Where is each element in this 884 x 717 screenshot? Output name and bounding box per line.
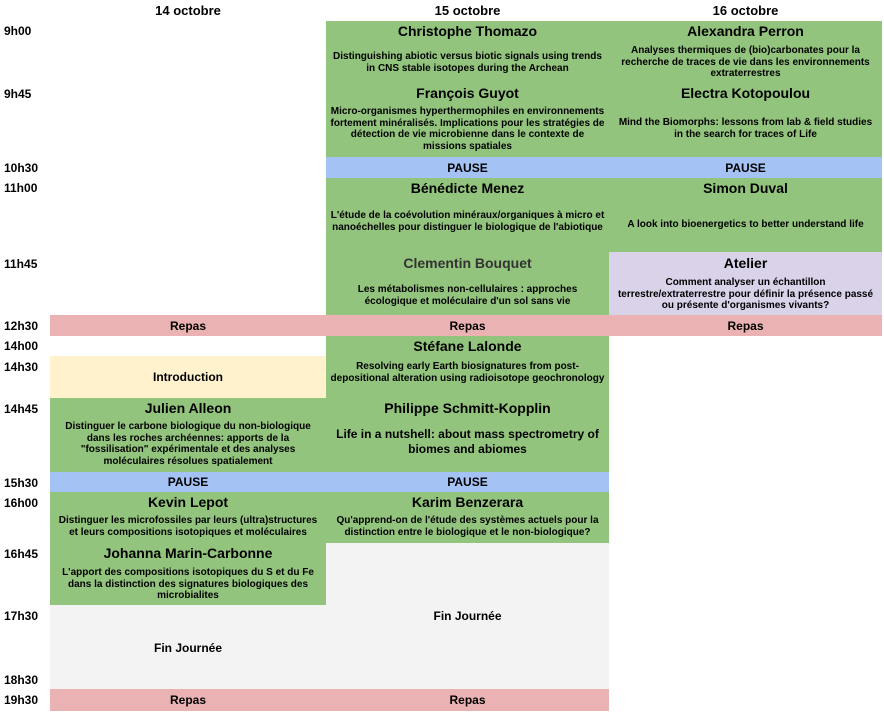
lunch-block: Repas [326,315,609,336]
end-of-day-block: Fin Journée [50,605,326,689]
lunch-block: Repas [609,315,882,336]
time-label: 9h45 [4,87,32,101]
speaker-name: Electra Kotopoulou [680,85,811,101]
session-menez: Bénédicte Menez L'étude de la coévolutio… [326,178,609,252]
time-label: 15h30 [4,476,39,490]
session-lepot: Kevin Lepot Distinguer les microfossiles… [50,492,326,543]
time-label: 18h30 [4,673,39,687]
talk-title: Mind the Biomorphs: lessons from lab & f… [618,117,873,140]
day-header-15: 15 octobre [434,3,501,18]
time-label: 12h30 [4,319,39,333]
talk-title: Micro-organismes hyperthermophiles en en… [330,106,605,152]
talk-title: Distinguer le carbone biologique du non-… [65,421,311,467]
session-bouquet: Clementin Bouquet Les métabolismes non-c… [326,252,609,315]
session-benzerara: Karim Benzerara Qu'apprend-on de l'étude… [326,492,609,543]
speaker-name: Johanna Marin-Carbonne [103,545,273,561]
session-thomazo: Christophe Thomazo Distinguishing abioti… [326,21,609,83]
lunch-block: Repas [50,315,326,336]
session-lalonde: Stéfane Lalonde Resolving early Earth bi… [326,336,609,398]
talk-title: Comment analyser un échantillon terrestr… [617,277,874,311]
talk-title: Distinguishing abiotic versus biotic sig… [333,51,602,74]
talk-title: Life in a nutshell: about mass spectrome… [336,427,599,456]
pause-block: PAUSE [50,472,326,492]
end-of-day-block: Fin Journée [326,543,609,689]
session-marin-carbonne: Johanna Marin-Carbonne L'apport des comp… [50,543,326,605]
time-label: 9h00 [4,24,32,38]
session-perron: Alexandra Perron Analyses thermiques de … [609,21,882,83]
speaker-name: Atelier [723,255,768,271]
time-label: 16h00 [4,496,39,510]
session-atelier: Atelier Comment analyser un échantillon … [609,252,882,315]
end-of-day-label: Fin Journée [153,641,222,655]
talk-title: L'étude de la coévolution minéraux/organ… [330,210,605,233]
day-header-16: 16 octobre [712,3,779,18]
speaker-name: Julien Alleon [144,400,232,416]
time-label: 17h30 [4,609,39,623]
pause-block: PAUSE [326,472,609,492]
speaker-name: Christophe Thomazo [397,23,538,39]
speaker-name: Stéfane Lalonde [413,338,522,354]
speaker-name: Kevin Lepot [147,494,229,510]
speaker-name: Philippe Schmitt-Kopplin [384,400,551,416]
speaker-name: François Guyot [416,85,519,101]
session-introduction: Introduction [50,356,326,398]
pause-block: PAUSE [326,157,609,178]
dinner-block: Repas [326,689,609,711]
session-kotopoulou: Electra Kotopoulou Mind the Biomorphs: l… [609,83,882,157]
time-label: 19h30 [4,693,39,707]
talk-title: Qu'apprend-on de l'étude des systèmes ac… [336,515,599,538]
speaker-name: Clementin Bouquet [403,255,532,271]
time-label: 14h30 [4,360,39,374]
talk-title: Analyses thermiques de (bio)carbonates p… [621,45,870,79]
talk-title: Distinguer les microfossiles par leurs (… [58,515,318,538]
talk-title: Les métabolismes non-cellulaires : appro… [357,284,578,307]
end-of-day-label: Fin Journée [433,609,502,623]
pause-block: PAUSE [609,157,882,178]
speaker-name: Bénédicte Menez [410,180,525,196]
day-header-14: 14 octobre [155,3,221,18]
speaker-name: Alexandra Perron [687,23,804,39]
time-label: 16h45 [4,547,39,561]
time-label: 11h45 [4,257,38,271]
session-schmitt: Philippe Schmitt-Kopplin Life in a nutsh… [326,398,609,472]
time-label: 14h00 [4,339,39,353]
talk-title: A look into bioenergetics to better unde… [627,219,864,230]
time-label: 10h30 [4,161,39,175]
talk-title: Resolving early Earth biosignatures from… [330,361,605,384]
session-duval: Simon Duval A look into bioenergetics to… [609,178,882,252]
session-alleon: Julien Alleon Distinguer le carbone biol… [50,398,326,472]
time-label: 11h00 [4,181,38,195]
dinner-block: Repas [50,689,326,711]
session-label: Introduction [153,370,223,384]
session-guyot: François Guyot Micro-organismes hyperthe… [326,83,609,157]
speaker-name: Karim Benzerara [411,494,524,510]
speaker-name: Simon Duval [703,180,788,196]
time-label: 14h45 [4,402,39,416]
talk-title: L'apport des compositions isotopiques du… [62,567,314,601]
